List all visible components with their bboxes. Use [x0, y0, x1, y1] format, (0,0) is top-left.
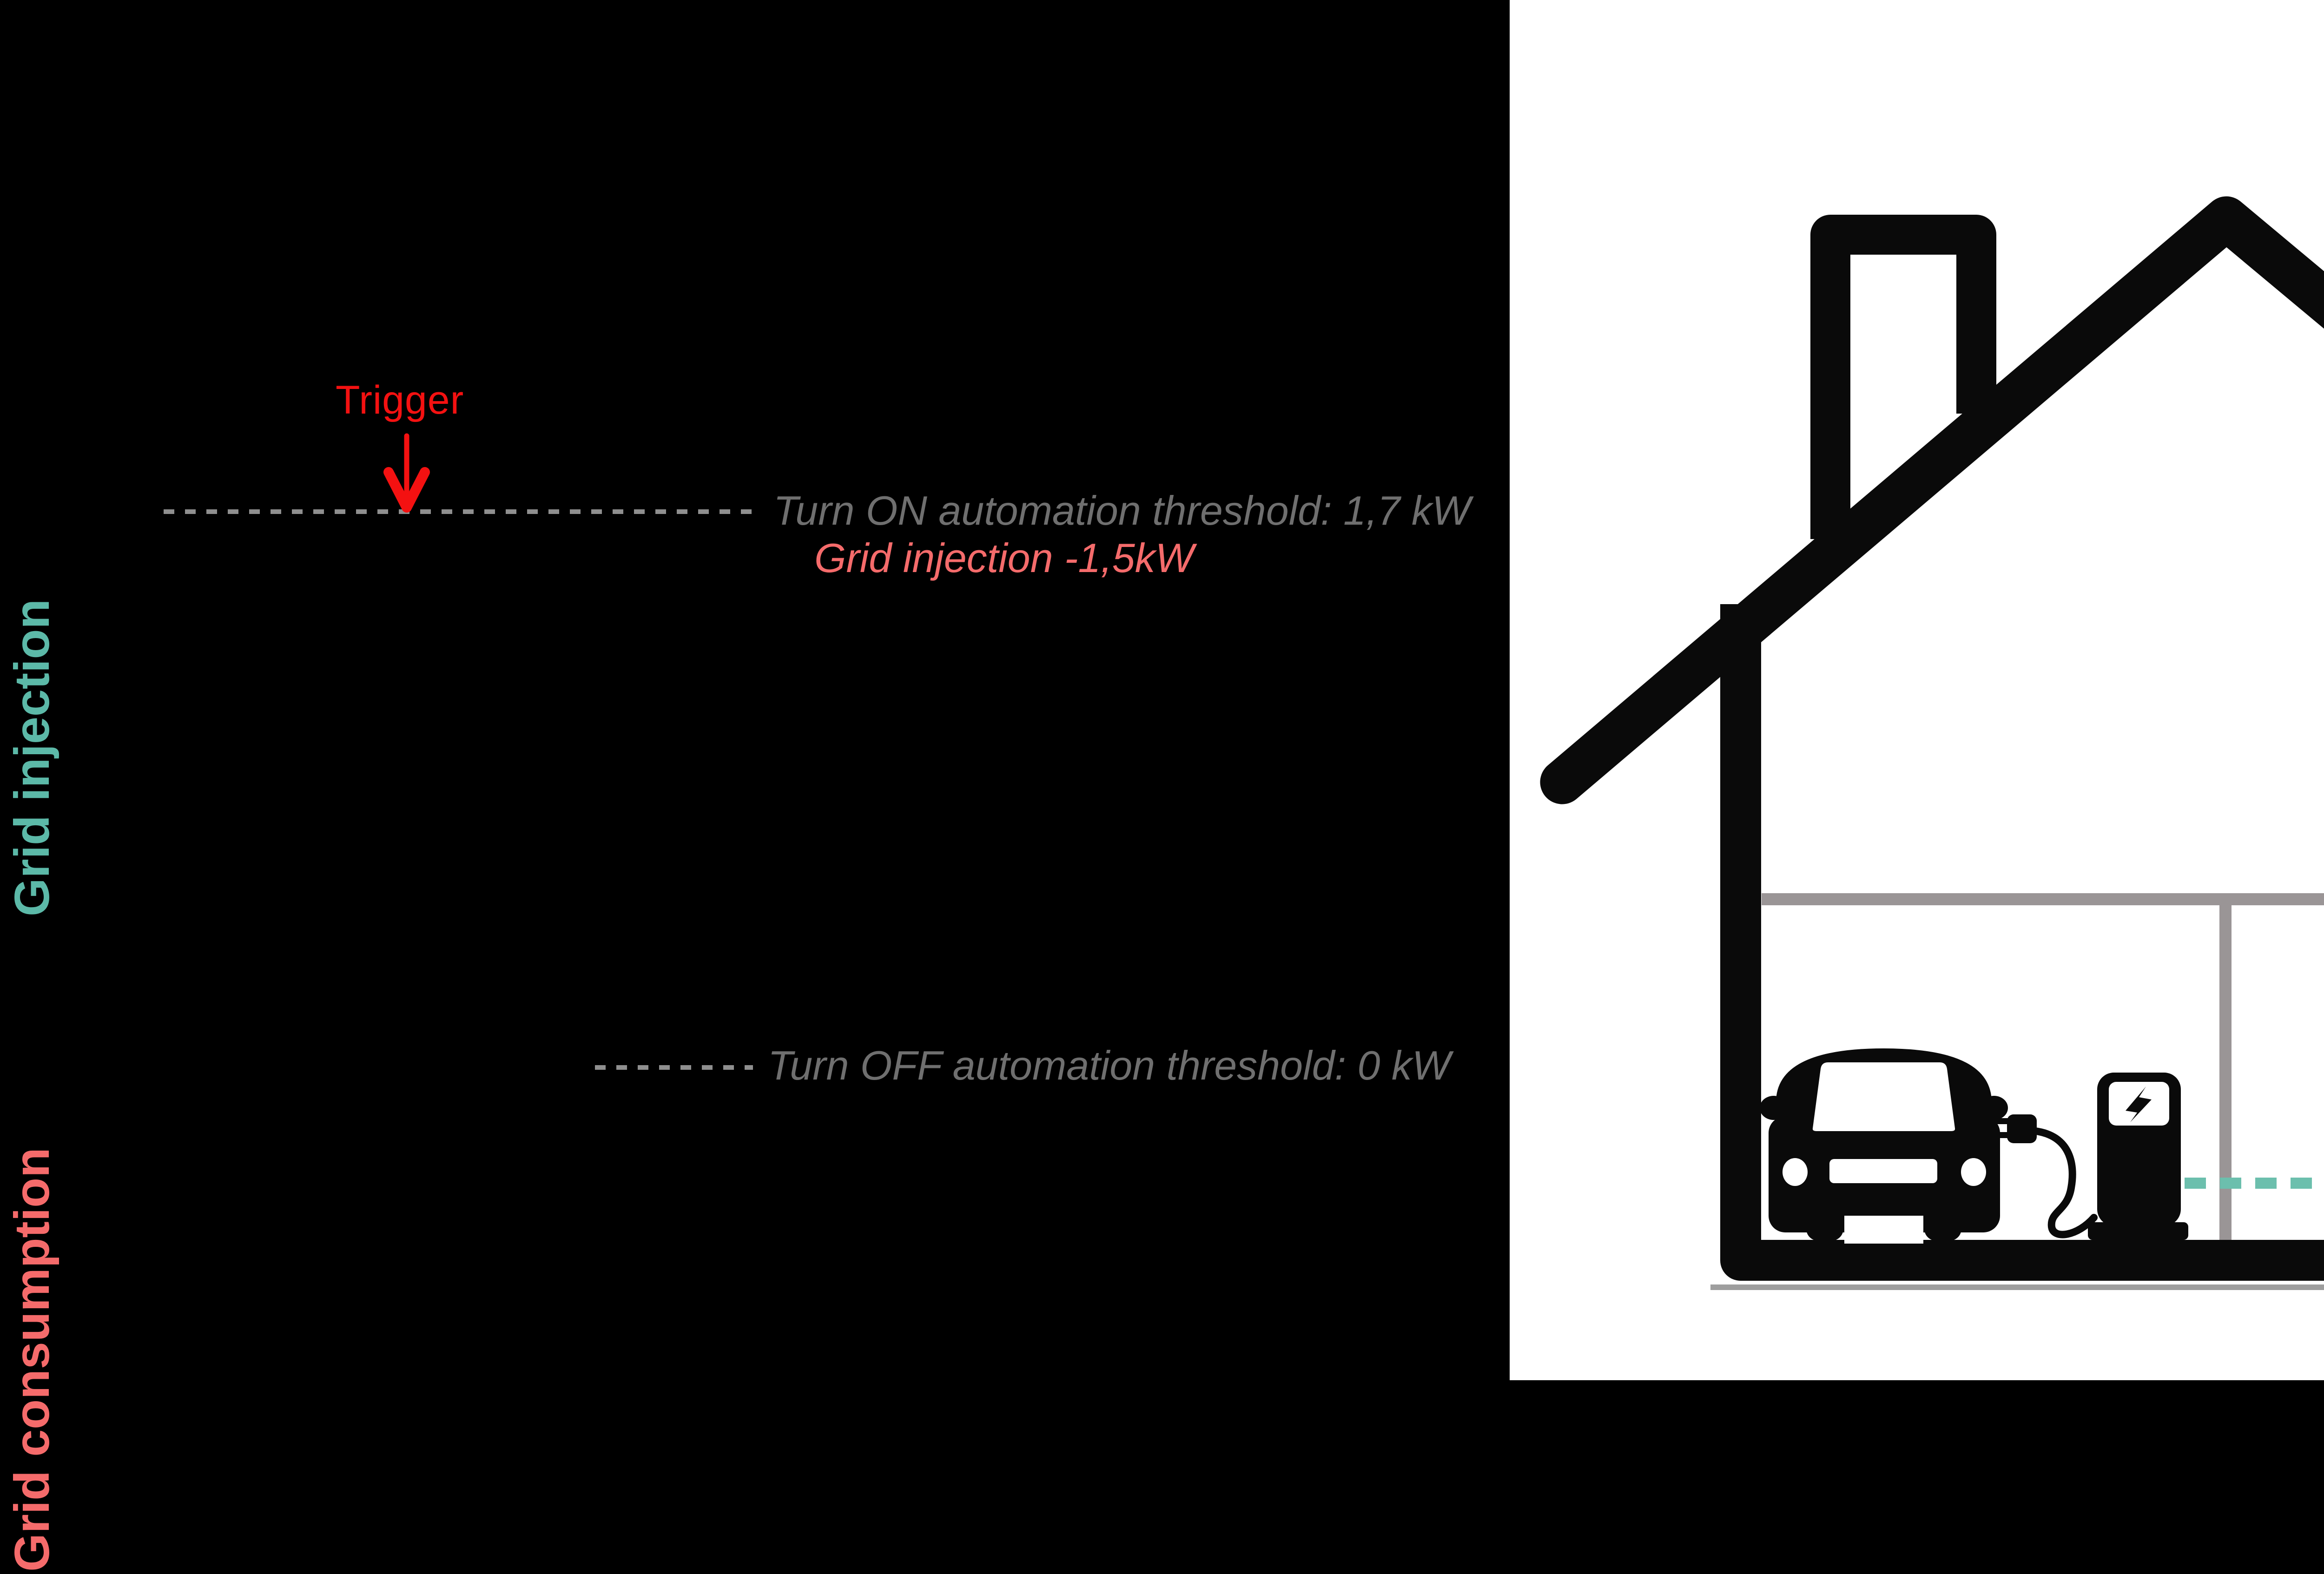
car-headlight-left — [1783, 1158, 1808, 1186]
trigger-label: Trigger — [336, 378, 464, 422]
turn-on-threshold-label: Turn ON automation threshold: 1,7 kW — [773, 487, 1471, 533]
car-wheel-right — [1924, 1207, 1961, 1241]
car-windshield — [1812, 1062, 1955, 1131]
illustration-panel — [1510, 0, 2324, 1380]
interior-partition-lines — [1762, 893, 2324, 1260]
house-walls — [1720, 604, 2324, 1281]
grid-injection-value-label: Grid injection -1,5kW — [814, 535, 1194, 581]
car-wheel-left — [1806, 1207, 1843, 1241]
energy-flow-dashed-line — [2185, 1178, 2324, 1189]
car-headlight-right — [1961, 1158, 1986, 1186]
house-outline-icon — [1540, 196, 2324, 1281]
trigger-arrow-icon — [383, 433, 430, 513]
ev-car-icon — [1760, 1048, 2008, 1244]
house-roof — [1540, 196, 2324, 804]
lightning-bolt-icon — [2126, 1087, 2152, 1122]
chimney-icon — [1810, 215, 1996, 539]
charging-cable — [2032, 1127, 2098, 1238]
axis-grid-injection-label: Grid injection — [5, 599, 59, 916]
charging-plug-icon — [1992, 1114, 2098, 1238]
car-grille — [1829, 1159, 1937, 1183]
turn-off-threshold-label: Turn OFF automation threshold: 0 kW — [768, 1042, 1451, 1088]
ev-charger-icon — [2088, 1073, 2188, 1240]
axis-grid-consumption-label: Grid consumption — [5, 1147, 59, 1572]
